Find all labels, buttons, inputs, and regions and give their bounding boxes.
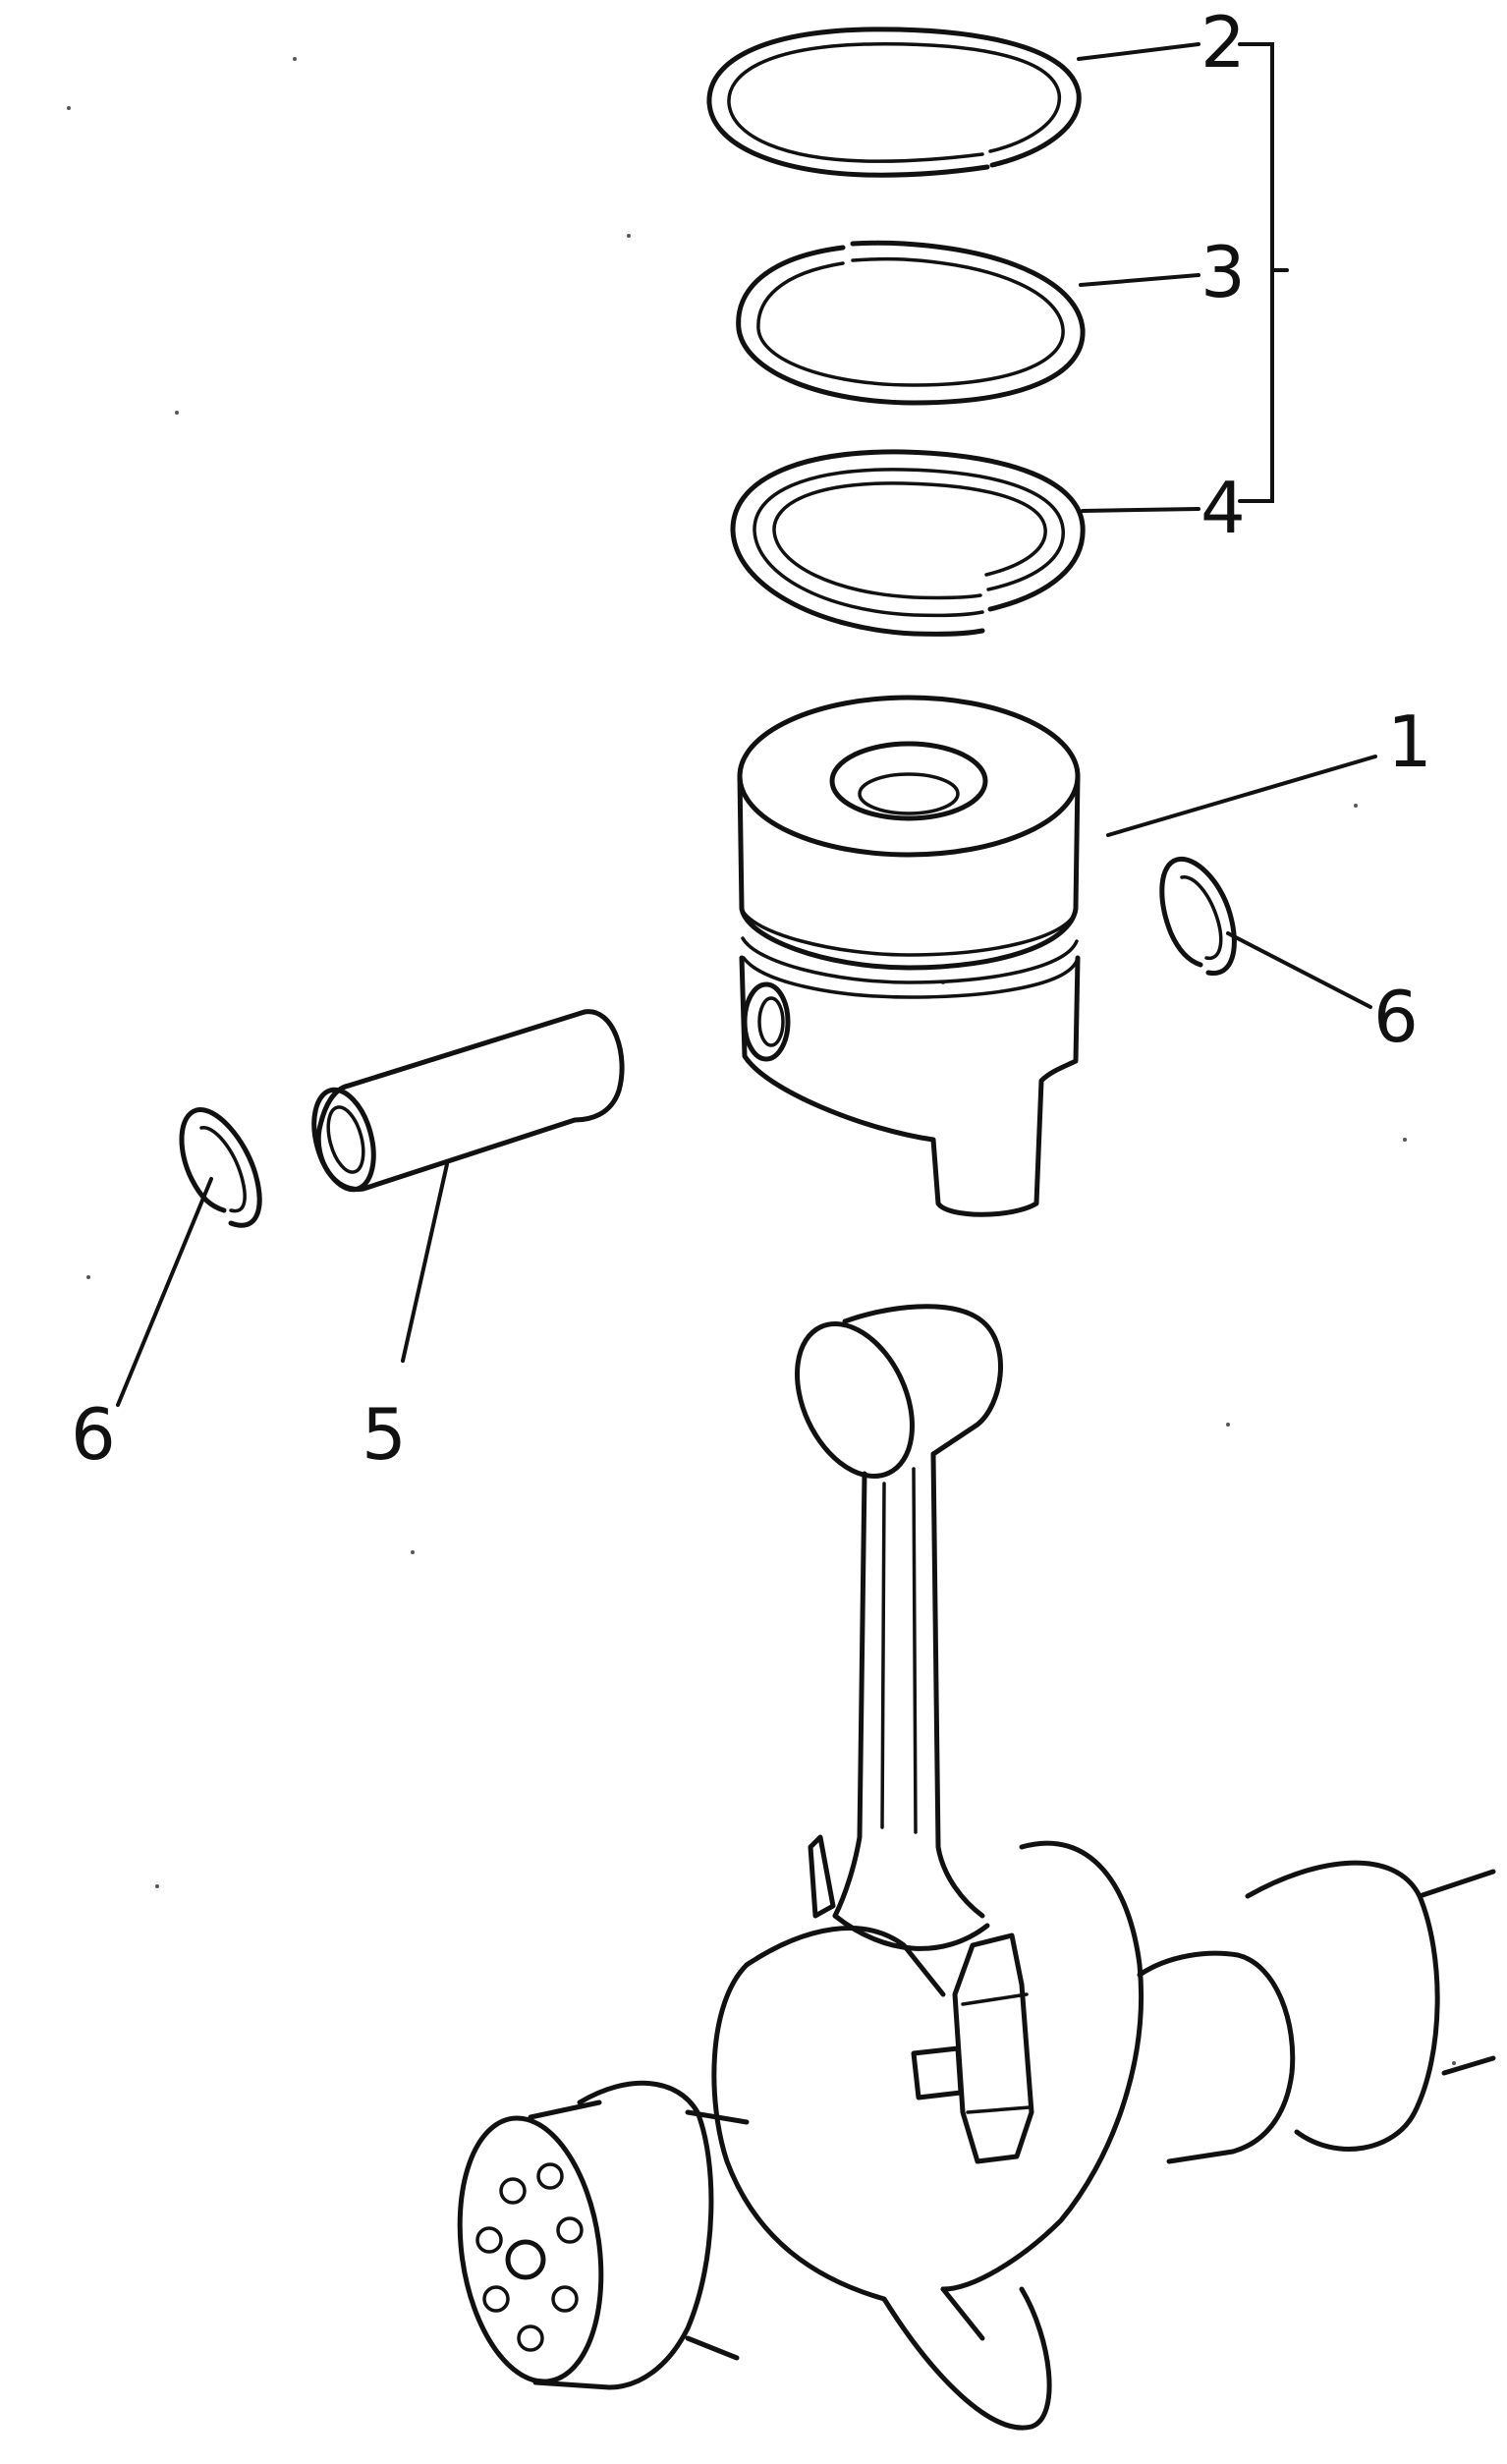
leader-piston <box>1106 755 1377 837</box>
callout-circlip-right: 6 <box>1373 976 1419 1058</box>
callout-ring-top: 2 <box>1200 1 1246 84</box>
callout-piston-pin: 5 <box>362 1393 407 1476</box>
leader-ring-oil <box>1081 507 1200 513</box>
callout-circlip-left: 6 <box>71 1393 116 1476</box>
leader-piston-pin <box>401 1162 449 1363</box>
callout-piston: 1 <box>1387 700 1432 783</box>
piston-ring-second <box>736 240 1086 406</box>
leader-ring-top <box>1077 42 1200 61</box>
callout-ring-oil: 4 <box>1200 467 1246 549</box>
scan-specks <box>67 57 1456 2065</box>
piston <box>737 695 1081 1217</box>
leader-ring-second <box>1079 273 1200 287</box>
circlip-right <box>1159 856 1237 976</box>
leader-lines <box>116 42 1377 1407</box>
callout-labels: 2 3 4 1 6 6 5 <box>71 1 1432 1476</box>
ring-set-bracket <box>1238 42 1289 503</box>
piston-pin <box>311 1009 625 1193</box>
connecting-rod <box>795 1304 1003 1951</box>
circlip-left <box>179 1107 262 1228</box>
callout-ring-second: 3 <box>1200 231 1246 313</box>
leader-circlip-left <box>116 1177 213 1407</box>
piston-ring-oil <box>730 449 1086 637</box>
leader-circlip-right <box>1226 931 1372 1009</box>
crankshaft <box>457 1840 1496 2431</box>
piston-ring-top <box>706 27 1082 178</box>
